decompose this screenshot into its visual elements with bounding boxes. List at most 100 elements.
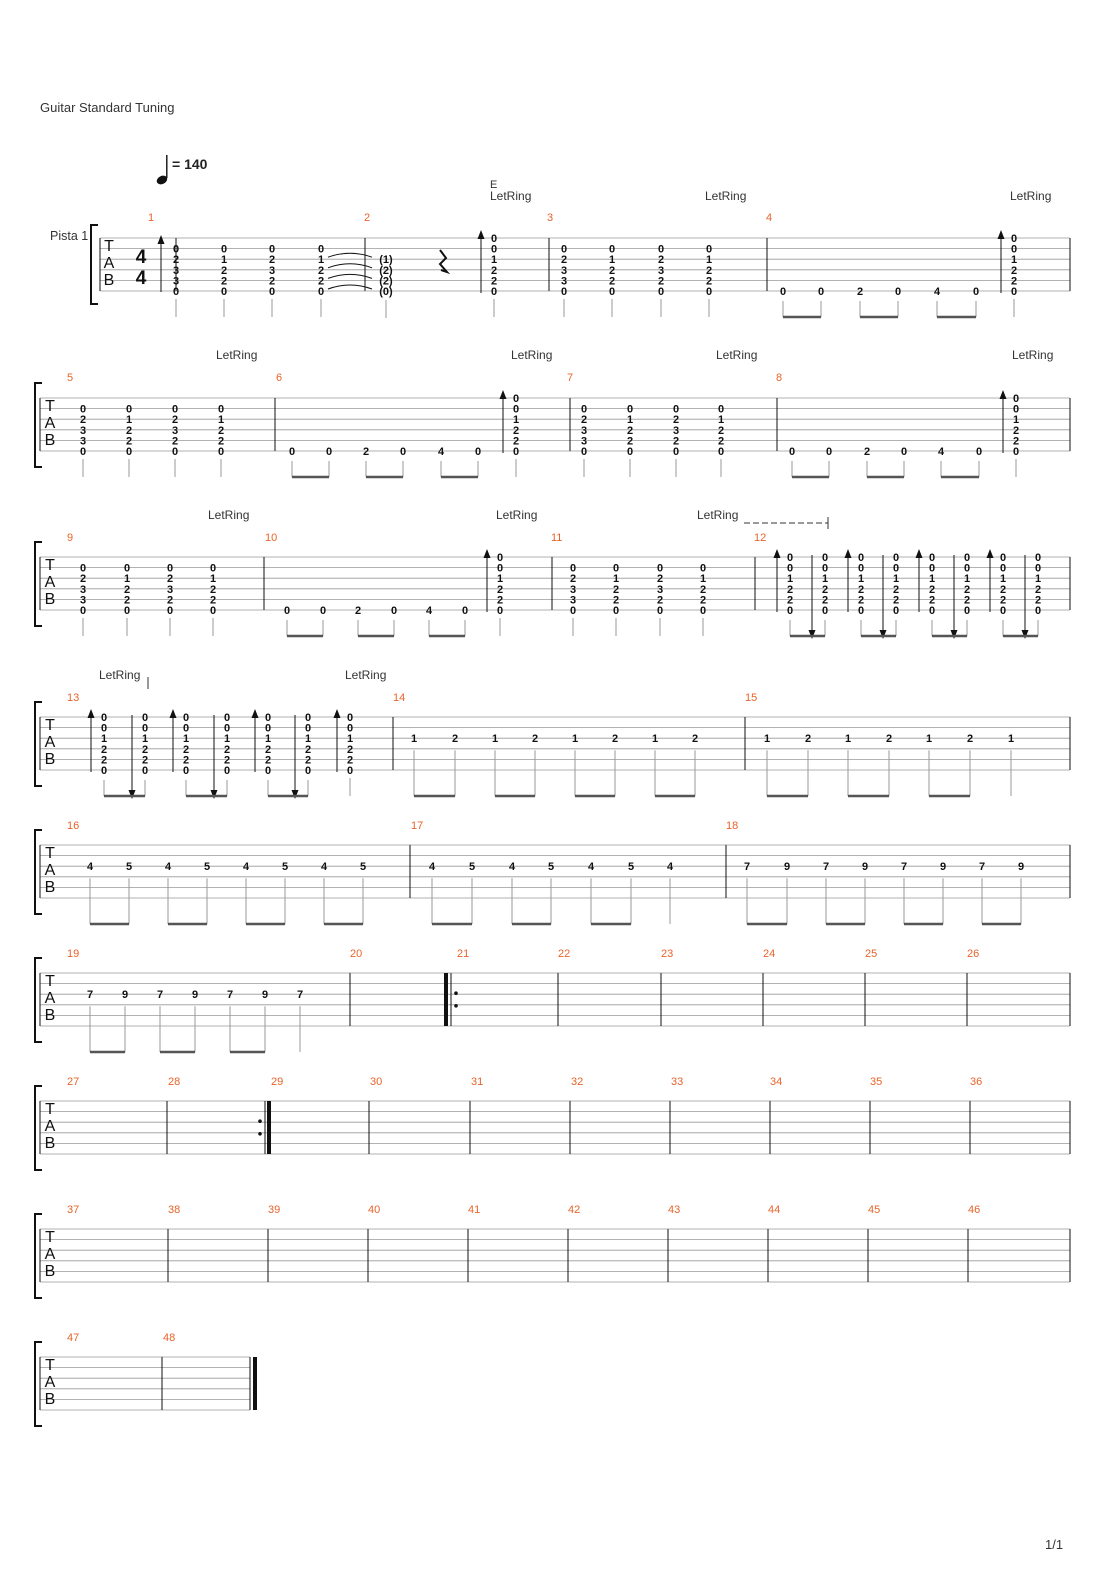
fret-number: 2 [700, 594, 706, 606]
fret-number: 4 [426, 605, 433, 617]
fret-number: 3 [561, 275, 567, 287]
fret-number: 1 [858, 573, 864, 585]
let-ring-label: LetRing [345, 668, 386, 682]
fret-number: 3 [570, 594, 576, 606]
fret-number: 0 [929, 605, 935, 617]
fret-number: 1 [142, 733, 148, 745]
fret-number: 2 [858, 584, 864, 596]
fret-number: 2 [218, 425, 224, 437]
measure-number: 17 [411, 820, 423, 832]
fret-number: 2 [269, 254, 275, 266]
measure-number: 2 [364, 212, 370, 224]
measure-number: 26 [967, 948, 979, 960]
fret-number: 0 [224, 723, 230, 735]
fret-number: 0 [570, 563, 576, 575]
fret-number: 0 [221, 286, 227, 298]
fret-number: 0 [627, 404, 633, 416]
tab-clef-letter: B [45, 591, 56, 608]
fret-number: 2 [497, 584, 503, 596]
fret-number: 2 [172, 414, 178, 426]
system-brace [34, 382, 42, 468]
measure-number: 34 [770, 1076, 782, 1088]
measure-number: 31 [471, 1076, 483, 1088]
fret-number: 0 [391, 605, 397, 617]
tab-clef-letter: A [45, 415, 56, 432]
fret-number: 1 [613, 573, 619, 585]
quarter-note-icon [156, 155, 168, 185]
tie-arc [327, 273, 373, 279]
fret-number: 3 [269, 265, 275, 277]
fret-number: 2 [718, 425, 724, 437]
fret-number: 0 [497, 552, 503, 564]
fret-number: 0 [1013, 446, 1019, 458]
fret-number: 1 [347, 733, 353, 745]
measure-number: 29 [271, 1076, 283, 1088]
fret-number: 2 [183, 744, 189, 756]
fret-number: 0 [964, 563, 970, 575]
fret-number: 2 [269, 275, 275, 287]
fret-number: 0 [822, 563, 828, 575]
measure-number: 28 [168, 1076, 180, 1088]
measure-number: 46 [968, 1204, 980, 1216]
fret-number: 2 [265, 744, 271, 756]
fret-number: 2 [822, 584, 828, 596]
fret-number: 0 [142, 765, 148, 777]
fret-number: 2 [142, 744, 148, 756]
fret-number: 9 [192, 989, 198, 1001]
fret-number: 1 [305, 733, 311, 745]
measure-number: 20 [350, 948, 362, 960]
fret-number: 0 [609, 244, 615, 256]
fret-number: 2 [893, 594, 899, 606]
measure-number: 33 [671, 1076, 683, 1088]
tab-clef-letter: A [45, 990, 56, 1007]
fret-number: 0 [167, 563, 173, 575]
measure-number: 19 [67, 948, 79, 960]
fret-number: 0 [1011, 244, 1017, 256]
system-brace [34, 1341, 42, 1427]
measure-number: 42 [568, 1204, 580, 1216]
tempo-value: = 140 [172, 156, 208, 172]
fret-number: 1 [491, 254, 497, 266]
fret-number: 1 [1011, 254, 1017, 266]
fret-number: 2 [347, 754, 353, 766]
measure-number: 8 [776, 372, 782, 384]
track-name: Pista 1 [50, 229, 89, 243]
fret-number: 1 [513, 414, 519, 426]
let-ring-label: LetRing [216, 348, 257, 362]
fret-number: 3 [172, 425, 178, 437]
measure-number: 9 [67, 532, 73, 544]
fret-number: 0 [627, 446, 633, 458]
measure-number: 38 [168, 1204, 180, 1216]
fret-number: 0 [218, 404, 224, 416]
measure-number: 13 [67, 692, 79, 704]
fret-number: 3 [657, 584, 663, 596]
fret-number: 2 [172, 435, 178, 447]
fret-number: 2 [706, 275, 712, 287]
fret-number: 0 [183, 765, 189, 777]
measure-number: 47 [67, 1332, 79, 1344]
fret-number: 0 [973, 286, 979, 298]
fret-number: 2 [787, 594, 793, 606]
strum-down-arrow [210, 790, 218, 799]
repeat-dot [258, 1132, 262, 1136]
fret-number: 0 [789, 446, 795, 458]
fret-number: 2 [173, 254, 179, 266]
fret-number: 0 [893, 563, 899, 575]
fret-number: 1 [124, 573, 130, 585]
fret-number: 2 [1035, 584, 1041, 596]
fret-number: 2 [718, 435, 724, 447]
tab-clef-letter: A [45, 862, 56, 879]
fret-number: 0 [400, 446, 406, 458]
measure-number: 21 [457, 948, 469, 960]
fret-number: 2 [570, 573, 576, 585]
fret-number: 0 [613, 605, 619, 617]
fret-number: 0 [218, 446, 224, 458]
fret-number: 2 [700, 584, 706, 596]
fret-number: 2 [673, 435, 679, 447]
fret-number: 0 [787, 605, 793, 617]
measure-number: 25 [865, 948, 877, 960]
fret-number: 0 [1000, 605, 1006, 617]
fret-number: 1 [652, 733, 658, 745]
fret-number: 0 [964, 552, 970, 564]
